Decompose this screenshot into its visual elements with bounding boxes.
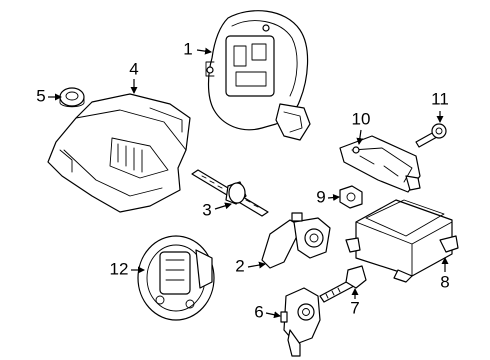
part-11-bolt [415,123,447,148]
callout-3: 3 [202,200,211,219]
part-10-bracket [339,135,421,193]
leader-10 [356,129,364,145]
leader-1 [196,47,212,55]
leader-9 [327,194,340,202]
part-7-bolt [319,265,367,303]
callout-10: 10 [352,109,371,128]
callout-7: 7 [350,298,359,317]
callout-8: 8 [440,272,449,291]
callout-5: 5 [36,86,45,105]
callout-4: 4 [129,59,138,78]
callout-1: 1 [183,39,192,58]
callout-12: 12 [110,259,129,278]
part-9-nut [339,185,363,209]
callout-2: 2 [235,256,244,275]
leader-3 [214,202,232,210]
part-12-angle-sensor [137,235,215,321]
part-1-clockspring [205,10,311,141]
part-6-sensor [280,287,321,357]
leader-6 [265,311,281,319]
part-5-grommet [59,87,85,108]
part-4-column-cover [47,93,191,213]
part-8-control-module [345,199,459,283]
callout-11: 11 [431,89,449,108]
leader-2 [247,261,266,269]
part-2-sensor [261,212,331,269]
callout-9: 9 [316,187,325,206]
callout-6: 6 [254,302,263,321]
part-3-shaft-bolt [191,169,269,217]
